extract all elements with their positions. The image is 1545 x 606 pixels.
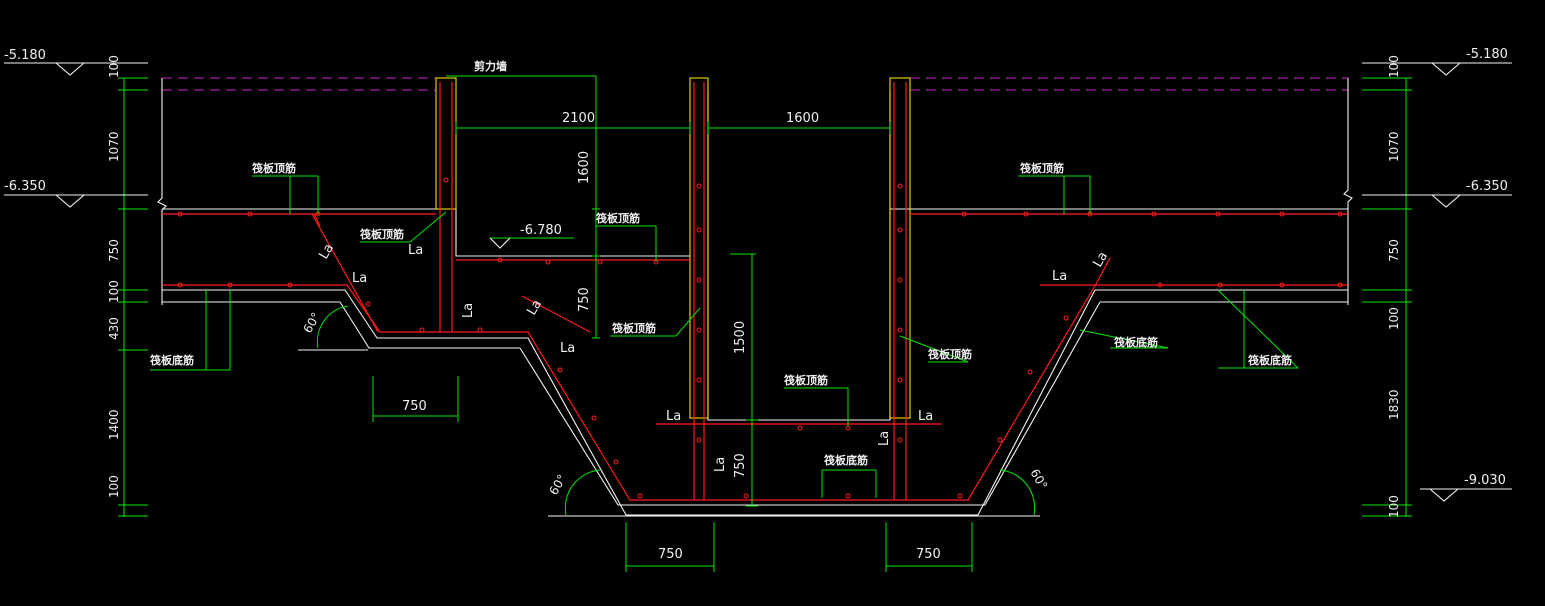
raft-bottom-label-2: 筏板底筋: [824, 453, 868, 467]
anchorage-7: La: [461, 303, 476, 318]
left-dim-2: 1070: [107, 131, 121, 162]
pit-depth: 750: [577, 287, 592, 312]
reference-lines: [162, 77, 1348, 91]
raft-bottom-label-4: 筏板底筋: [1248, 353, 1292, 367]
right-dim-4: 100: [1387, 307, 1401, 330]
shear-wall-label: 剪力墙: [474, 59, 507, 73]
anchorage-9: La: [877, 431, 892, 446]
anchorage-2: La: [352, 271, 367, 286]
anchorage-12: La: [1090, 249, 1111, 270]
pit2-width: 1600: [786, 111, 819, 126]
pit1-width: 2100: [562, 111, 595, 126]
elevation-bottom-right: -9.030: [1464, 473, 1506, 488]
dimension-lines: [118, 75, 1412, 572]
anchorage-8: La: [713, 457, 728, 472]
raft-top-label-7: 筏板顶筋: [1020, 161, 1064, 175]
rebar: [162, 82, 1348, 501]
bottom-right-width: 750: [916, 547, 941, 562]
bottom-left-width: 750: [658, 547, 683, 562]
right-dim-1: 100: [1387, 55, 1401, 78]
anchorage-10: La: [316, 241, 337, 262]
wall-height: 1600: [577, 151, 592, 184]
angle-left-step: 60°: [300, 310, 323, 335]
elevation-top-right: -5.180: [1466, 47, 1508, 62]
elevation-top-left: -5.180: [4, 48, 46, 63]
right-dim-2: 1070: [1387, 131, 1401, 162]
raft-top-label-6: 筏板顶筋: [928, 347, 972, 361]
left-dim-3: 750: [107, 239, 121, 262]
base-thickness: 750: [733, 453, 748, 478]
inner-depth: 1500: [733, 321, 748, 354]
raft-top-label-5: 筏板顶筋: [784, 373, 828, 387]
right-dim-3: 750: [1387, 239, 1401, 262]
anchorage-1: La: [408, 243, 423, 258]
anchorage-4: La: [666, 409, 681, 424]
concrete-outline: [157, 78, 1353, 517]
right-dim-6: 100: [1387, 495, 1401, 518]
left-dim-6: 1400: [107, 409, 121, 440]
elevation-pit-floor: -6.780: [520, 223, 562, 238]
angle-arcs: [316, 305, 1036, 516]
raft-top-label-1: 筏板顶筋: [252, 161, 296, 175]
angle-left-bottom: 60°: [546, 472, 569, 497]
anchorage-11: La: [524, 297, 545, 318]
raft-top-label-4: 筏板顶筋: [612, 321, 656, 335]
raft-bottom-label-3: 筏板底筋: [1114, 335, 1158, 349]
left-dim-5: 430: [107, 317, 121, 340]
anchorage-6: La: [1052, 269, 1067, 284]
elevation-raft-right: -6.350: [1466, 179, 1508, 194]
left-dim-4: 100: [107, 280, 121, 303]
rebar-dots: [177, 177, 1343, 499]
step-left-width: 750: [402, 399, 427, 414]
elevation-raft-left: -6.350: [4, 179, 46, 194]
leaders: [150, 175, 1300, 498]
left-dim-1: 100: [107, 55, 121, 78]
elevation-markers: [4, 62, 1512, 502]
angle-right-bottom: 60°: [1027, 467, 1050, 492]
raft-bottom-label-1: 筏板底筋: [150, 353, 194, 367]
raft-top-label-3: 筏板顶筋: [596, 211, 640, 225]
raft-top-label-2: 筏板顶筋: [360, 227, 404, 241]
shear-walls: [435, 77, 911, 419]
right-dim-5: 1830: [1387, 389, 1401, 420]
anchorage-5: La: [918, 409, 933, 424]
left-dim-7: 100: [107, 475, 121, 498]
anchorage-3: La: [560, 341, 575, 356]
